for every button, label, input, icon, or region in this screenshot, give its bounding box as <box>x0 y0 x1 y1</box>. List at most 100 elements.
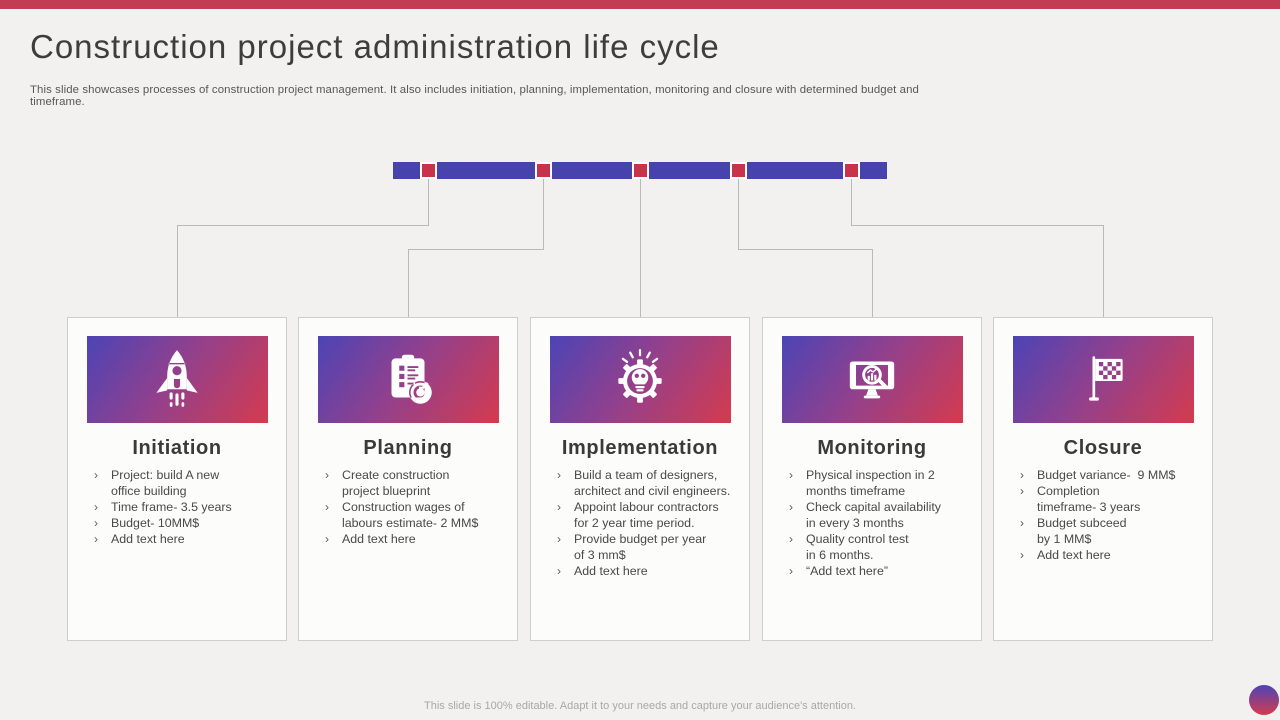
stage-card-monitoring: Monitoring › Physical inspection in 2 mon… <box>762 317 982 641</box>
bullet-text: Physical inspection in 2 months timefram… <box>806 468 935 498</box>
timeline-marker <box>535 162 552 179</box>
bullet-marker: › <box>789 564 793 578</box>
connector-line <box>177 226 178 317</box>
bullet-text: “Add text here” <box>806 564 888 578</box>
bullet-item: › Budget- 10MM$ <box>94 515 284 531</box>
bullet-marker: › <box>94 500 98 514</box>
bullet-item: › “Add text here” <box>789 563 979 579</box>
card-title: Initiation <box>132 437 222 459</box>
bullet-list: › Build a team of designers, architect an… <box>531 467 749 579</box>
bullet-text: Build a team of designers, architect and… <box>574 468 731 498</box>
bullet-item: › Physical inspection in 2 months timefra… <box>789 467 979 499</box>
bullet-item: › Appoint labour contractors for 2 year t… <box>557 499 747 531</box>
gradient-dot-decoration <box>1249 685 1279 715</box>
bullet-marker: › <box>94 468 98 482</box>
stage-card-closure: Closure › Budget variance- 9 MM$ › Complet… <box>993 317 1213 641</box>
bullet-text: Check capital availability in every 3 mo… <box>806 500 941 530</box>
bullet-text: Budget subceed by 1 MM$ <box>1037 516 1127 546</box>
gear-lightbulb-icon <box>618 348 662 403</box>
bullet-marker: › <box>557 564 561 578</box>
timeline-marker <box>730 162 747 179</box>
rocket-icon <box>156 349 198 407</box>
bullet-item: › Project: build A new office building <box>94 467 284 499</box>
bullet-marker: › <box>789 532 793 546</box>
connector-line <box>738 179 739 250</box>
bullet-text: Construction wages of labours estimate- … <box>342 500 479 530</box>
bullet-marker: › <box>557 500 561 514</box>
bullet-list: › Budget variance- 9 MM$ › Completion time… <box>994 467 1212 563</box>
card-title: Implementation <box>561 437 719 459</box>
bullet-marker: › <box>325 468 329 482</box>
bullet-text: Add text here <box>1037 548 1111 562</box>
stage-card-planning: Planning › Create construction project bl… <box>298 317 518 641</box>
bullet-text: Completion timeframe- 3 years <box>1037 484 1141 514</box>
bullet-item: › Add text here <box>1020 547 1210 563</box>
bullet-text: Add text here <box>111 532 185 546</box>
stage-card-initiation: Initiation › Project: build A new office … <box>67 317 287 641</box>
bullet-marker: › <box>1020 468 1024 482</box>
bullet-marker: › <box>94 516 98 530</box>
bullet-text: Add text here <box>342 532 416 546</box>
footer-note: This slide is 100% editable. Adapt it to… <box>424 700 856 712</box>
bullet-item: › Create construction project blueprint <box>325 467 515 499</box>
card-banner <box>86 336 268 423</box>
bullet-marker: › <box>789 500 793 514</box>
bullet-text: Project: build A new office building <box>111 468 220 498</box>
connector-line <box>177 225 429 226</box>
bullet-marker: › <box>557 532 561 546</box>
stage-card-implementation: Implementation › Build a team of designer… <box>530 317 750 641</box>
bullet-text: Create construction project blueprint <box>342 468 450 498</box>
card-banner <box>549 336 731 423</box>
clipboard-checklist-target-icon <box>391 354 432 404</box>
bullet-item: › Time frame- 3.5 years <box>94 499 284 515</box>
connector-line <box>428 179 429 226</box>
bullet-marker: › <box>325 500 329 514</box>
bullet-text: Budget- 10MM$ <box>111 516 200 530</box>
bullet-list: › Physical inspection in 2 months timefra… <box>763 467 981 579</box>
bullet-marker: › <box>1020 548 1024 562</box>
bullet-marker: › <box>325 532 329 546</box>
bullet-item: › Check capital availability in every 3 m… <box>789 499 979 531</box>
timeline-marker <box>632 162 649 179</box>
page-title: Construction project administration life… <box>30 28 720 65</box>
connector-line <box>408 250 409 317</box>
card-banner <box>1012 336 1194 423</box>
connector-line <box>408 249 544 250</box>
bullet-item: › Construction wages of labours estimate-… <box>325 499 515 531</box>
bullet-marker: › <box>94 532 98 546</box>
timeline-marker <box>843 162 860 179</box>
bullet-list: › Create construction project blueprint ›… <box>299 467 517 547</box>
bullet-item: › Provide budget per year of 3 mm$ <box>557 531 747 563</box>
bullet-item: › Budget variance- 9 MM$ <box>1020 467 1210 483</box>
card-title: Planning <box>363 437 453 459</box>
bullet-text: Provide budget per year of 3 mm$ <box>574 532 707 562</box>
connector-line <box>851 225 1104 226</box>
bullet-marker: › <box>1020 484 1024 498</box>
bullet-marker: › <box>557 468 561 482</box>
bullet-item: › Quality control test in 6 months. <box>789 531 979 563</box>
bullet-text: Appoint labour contractors for 2 year ti… <box>574 500 719 530</box>
connector-line <box>738 249 873 250</box>
monitor-magnifier-chart-icon <box>849 360 895 398</box>
connector-line <box>543 179 544 250</box>
bullet-item: › Add text here <box>94 531 284 547</box>
bullet-text: Budget variance- 9 MM$ <box>1037 468 1176 482</box>
bullet-item: ›Add text here <box>557 563 747 579</box>
bullet-item: › Build a team of designers, architect an… <box>557 467 747 499</box>
card-title: Closure <box>1063 437 1143 459</box>
bullet-list: › Project: build A new office building › T… <box>68 467 286 547</box>
card-banner <box>781 336 963 423</box>
card-title: Monitoring <box>817 437 927 459</box>
bullet-text: Time frame- 3.5 years <box>111 500 232 514</box>
bullet-item: › Completion timeframe- 3 years <box>1020 483 1210 515</box>
bullet-text: Quality control test in 6 months. <box>806 532 909 562</box>
timeline-marker <box>420 162 437 179</box>
top-accent-bar <box>0 0 1280 9</box>
checkered-flag-icon <box>1089 355 1123 401</box>
bullet-item: › Add text here <box>325 531 515 547</box>
card-banner <box>317 336 499 423</box>
connector-line <box>1103 226 1104 317</box>
bullet-marker: › <box>1020 516 1024 530</box>
bullet-marker: › <box>789 468 793 482</box>
